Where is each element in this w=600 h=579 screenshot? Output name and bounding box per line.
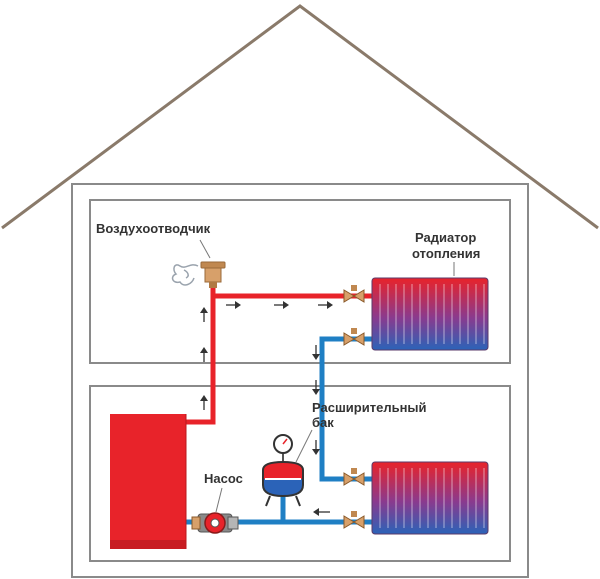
flow-arrow-icon xyxy=(200,307,208,322)
flow-arrow-icon xyxy=(274,301,289,309)
circulation-pump-icon xyxy=(191,512,239,534)
radiator-icon xyxy=(371,461,489,535)
valve-icon xyxy=(343,328,365,346)
flow-arrow-icon xyxy=(226,301,241,309)
radiator-label-line2: отопления xyxy=(412,246,480,261)
pump-pointer xyxy=(215,487,223,513)
pump-label: Насос xyxy=(204,471,243,486)
roof xyxy=(1,4,599,230)
air-puff-icon xyxy=(171,264,199,286)
radiator-icon xyxy=(371,277,489,351)
flow-arrows xyxy=(200,301,333,516)
expansion-tank-label-line1: Расширительный xyxy=(312,400,427,415)
flow-arrow-icon xyxy=(200,395,208,410)
air-vent-label: Воздухоотводчик xyxy=(96,221,211,236)
flow-arrow-icon xyxy=(318,301,333,309)
tank-pointer xyxy=(295,429,313,463)
boiler-icon xyxy=(110,414,187,549)
valve-icon xyxy=(343,511,365,529)
radiator-label-line1: Радиатор xyxy=(415,230,476,245)
expansion-tank-icon xyxy=(262,434,304,507)
air-vent-pointer xyxy=(199,239,211,259)
valve-icon xyxy=(343,468,365,486)
expansion-tank-label-line2: бак xyxy=(312,415,334,430)
flow-arrow-icon xyxy=(200,347,208,362)
air-vent-icon xyxy=(200,261,226,288)
flow-arrow-icon xyxy=(312,345,320,360)
flow-arrow-icon xyxy=(312,380,320,395)
flow-arrow-icon xyxy=(313,508,330,516)
flow-arrow-icon xyxy=(312,440,320,455)
valve-icon xyxy=(343,285,365,303)
